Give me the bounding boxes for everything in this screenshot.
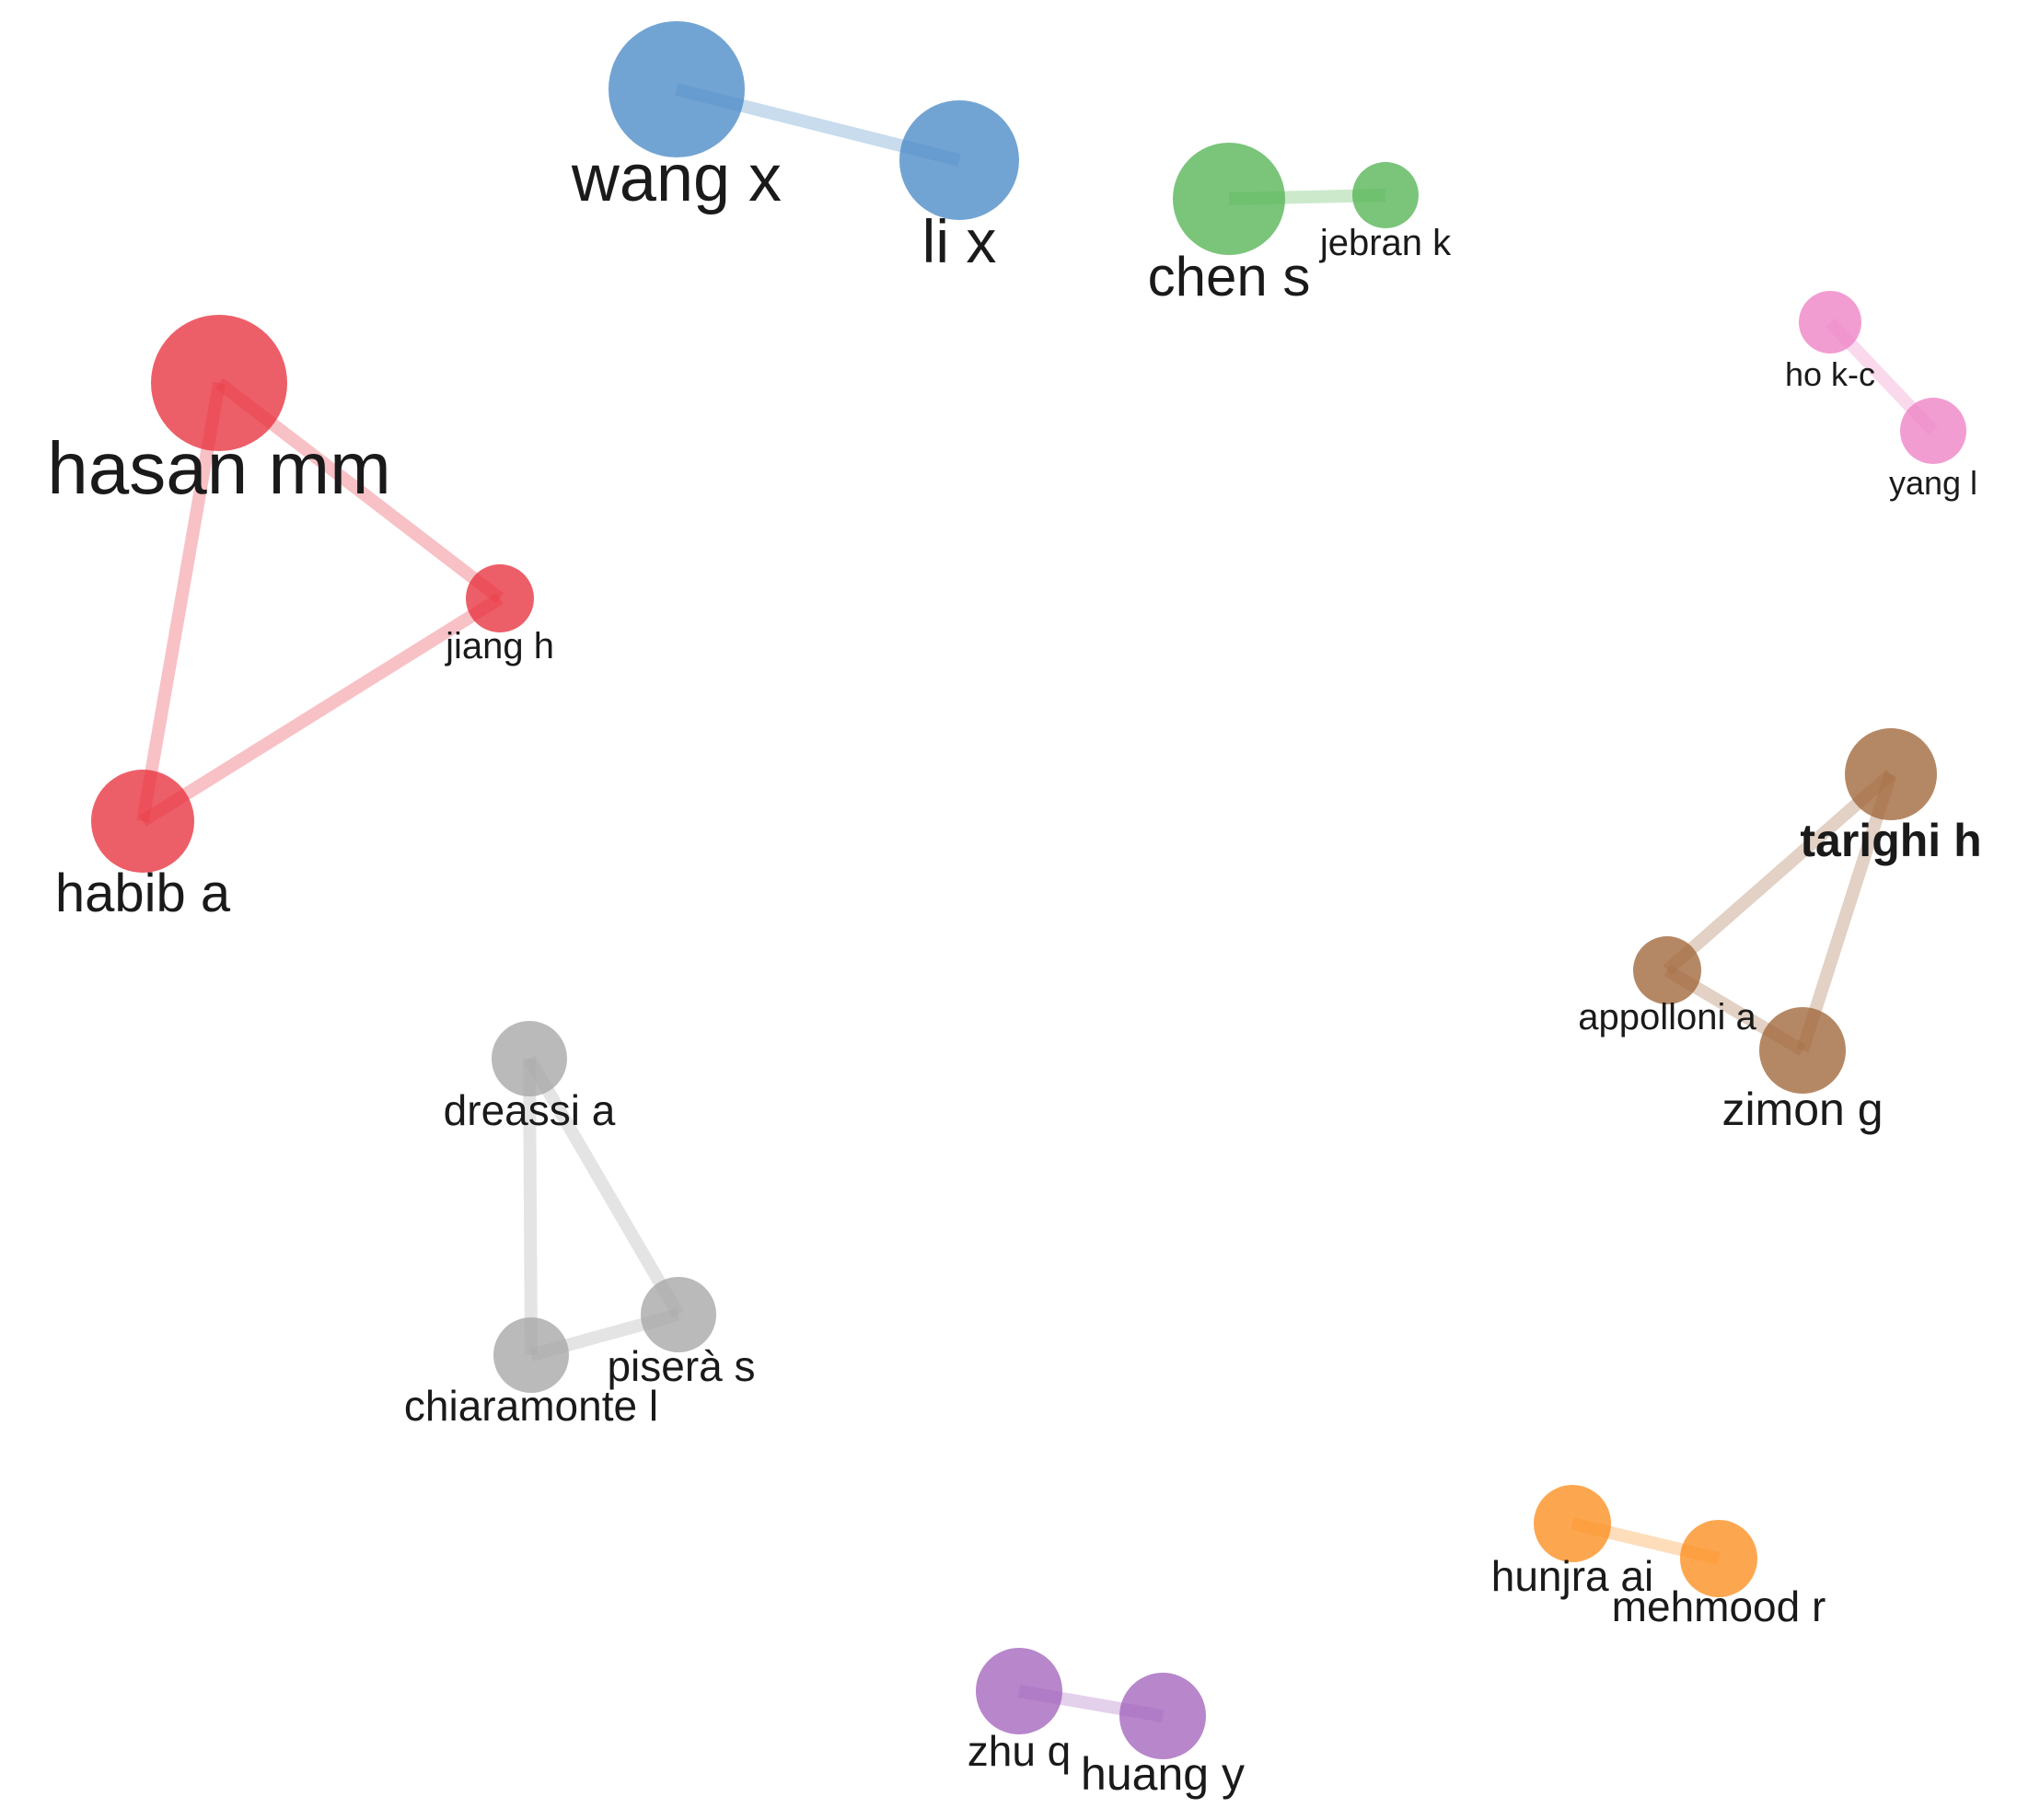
node-zhu_q [976, 1648, 1062, 1734]
edge-hasan_mm-habib_a [136, 381, 226, 823]
node-yang_l [1900, 398, 1966, 464]
node-label-dreassi_a: dreassi a [444, 1086, 616, 1134]
node-label-appolloni_a: appolloni a [1578, 997, 1756, 1038]
node-label-jebran_k: jebran k [1319, 223, 1452, 263]
nodes-layer [91, 21, 1966, 1759]
edge-dreassi_a-chiaramonte_l [523, 1058, 538, 1356]
node-wang_x [609, 21, 745, 157]
node-appolloni_a [1633, 936, 1701, 1004]
node-li_x [899, 100, 1019, 220]
edges-layer [136, 83, 1939, 1722]
edge-dreassi_a-pisera_s [523, 1055, 685, 1318]
edge-jiang_h-habib_a [139, 593, 504, 827]
node-hasan_mm [151, 315, 287, 451]
node-label-yang_l: yang l [1889, 464, 1977, 502]
node-jiang_h [466, 564, 534, 632]
node-jebran_k [1352, 162, 1419, 228]
node-label-hasan_mm: hasan mm [47, 427, 390, 509]
node-label-chiaramonte_l: chiaramonte l [404, 1382, 658, 1430]
node-chen_s [1173, 143, 1285, 255]
node-label-ho_k_c: ho k-c [1785, 355, 1875, 393]
node-label-chen_s: chen s [1148, 246, 1311, 307]
node-mehmood_r [1680, 1520, 1757, 1597]
node-tarighi_h [1845, 728, 1937, 820]
node-zimon_g [1759, 1007, 1846, 1094]
node-hunjra_ai [1534, 1485, 1611, 1562]
node-label-li_x: li x [922, 207, 997, 275]
node-dreassi_a [492, 1021, 567, 1096]
node-label-mehmood_r: mehmood r [1612, 1582, 1826, 1630]
node-pisera_s [641, 1277, 716, 1352]
node-habib_a [91, 770, 194, 873]
node-label-jiang_h: jiang h [445, 626, 554, 667]
node-chiaramonte_l [493, 1317, 569, 1393]
node-label-wang_x: wang x [571, 142, 782, 215]
node-label-zhu_q: zhu q [968, 1727, 1072, 1775]
node-label-habib_a: habib a [55, 864, 231, 923]
edge-tarighi_h-appolloni_a [1663, 769, 1895, 976]
node-label-huang_y: huang y [1081, 1748, 1245, 1800]
node-huang_y [1119, 1673, 1206, 1759]
edge-tarighi_h-zimon_g [1796, 771, 1897, 1053]
node-label-tarighi_h: tarighi h [1800, 815, 1981, 866]
node-ho_k_c [1799, 291, 1861, 354]
node-label-zimon_g: zimon g [1721, 1084, 1883, 1135]
node-label-pisera_s: piserà s [607, 1342, 755, 1390]
node-label-hunjra_ai: hunjra ai [1491, 1552, 1653, 1600]
